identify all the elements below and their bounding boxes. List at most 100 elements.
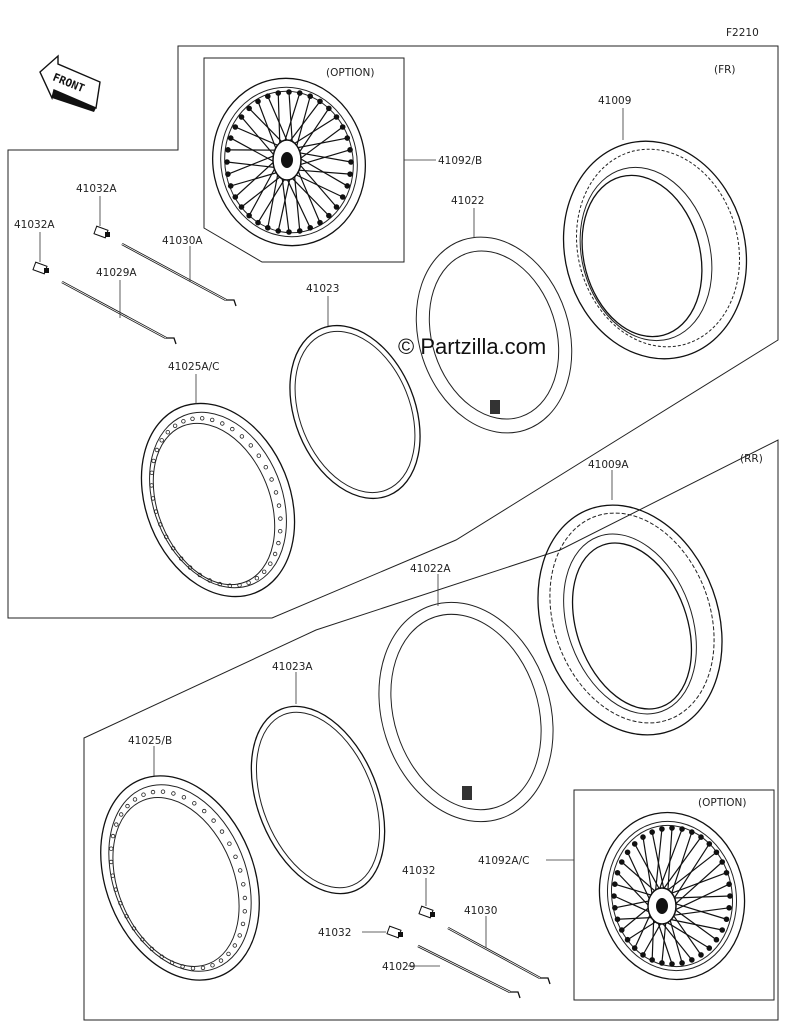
spoke-line xyxy=(285,101,321,147)
spoke-line xyxy=(289,116,337,148)
spoke-nipple-dot xyxy=(614,916,621,923)
rim-hole xyxy=(272,551,278,557)
part-label-41023: 41023 xyxy=(306,283,339,295)
rim-hole xyxy=(200,965,206,971)
rim-hole xyxy=(237,868,243,873)
spoke-nipple-dot xyxy=(659,960,665,966)
rim-hole xyxy=(181,795,187,800)
spoke-line xyxy=(670,895,731,899)
spoke-nipple-dot xyxy=(307,93,314,100)
spoke-nipple-dot xyxy=(238,114,245,120)
spoke-nipple-dot xyxy=(689,829,695,835)
spoke-nipple-dot xyxy=(296,228,303,234)
part-label-41009: 41009 xyxy=(598,95,631,107)
spoke-nipple-dot xyxy=(727,893,733,899)
front-spoke-wheel xyxy=(211,77,367,247)
front-rim-band xyxy=(289,324,421,500)
spoke-line xyxy=(668,915,683,964)
rim-hole xyxy=(246,580,251,585)
spoke-nipple-dot xyxy=(679,960,685,966)
rim-hole xyxy=(124,914,129,919)
rim-hole xyxy=(131,926,137,931)
spoke-line xyxy=(617,872,653,910)
spoke-line xyxy=(226,161,279,169)
rim-hole xyxy=(125,803,130,809)
spoke-nipple-icon xyxy=(418,905,435,919)
spoke-line xyxy=(296,160,337,208)
spoke-nipple-dot xyxy=(611,893,617,899)
rim-hole xyxy=(276,503,282,508)
rim-hole xyxy=(230,426,235,432)
spoke-line xyxy=(257,101,279,155)
rim-hole xyxy=(114,822,119,827)
spoke-nipple-dot xyxy=(723,916,730,923)
rim-hole xyxy=(220,421,225,426)
front-tube xyxy=(415,236,573,434)
spoke-nipple-dot xyxy=(333,114,340,120)
spoke-line xyxy=(671,906,717,941)
part-label-41023A: 41023A xyxy=(272,661,313,673)
spoke-nipple-dot xyxy=(726,881,732,887)
spoke-line xyxy=(277,93,281,151)
rim-hole xyxy=(218,958,224,963)
rim-hole xyxy=(192,801,197,806)
spoke-line xyxy=(241,173,285,208)
spoke-nipple-dot xyxy=(719,927,726,933)
spoke-nipple-dot xyxy=(275,90,282,96)
rim-hole xyxy=(172,423,178,428)
spoke-nipple-dot xyxy=(698,834,704,840)
rim-hole xyxy=(163,534,169,539)
spoke-inner xyxy=(61,280,177,345)
spoke-line xyxy=(670,911,702,956)
rim-hole xyxy=(242,895,248,901)
spoke-line xyxy=(257,173,289,223)
rim-hole xyxy=(110,873,115,878)
spoke-line xyxy=(669,907,730,917)
spoke-outer xyxy=(121,242,237,307)
spoke-nipple-dot xyxy=(612,905,618,911)
rim-hole xyxy=(210,963,215,968)
spoke-line xyxy=(614,899,654,909)
rim-hole xyxy=(207,578,212,583)
rim-hole xyxy=(190,966,196,971)
spoke-nipple-dot xyxy=(612,881,618,887)
spoke-nipple-dot xyxy=(649,957,655,963)
spoke-nipple-dot xyxy=(307,224,314,231)
part-label-41092B: 41092/B xyxy=(438,155,482,167)
rim-hole xyxy=(199,416,205,421)
spoke-nipple-dot xyxy=(649,829,655,835)
spoke-nipple-dot xyxy=(232,124,239,130)
spoke-line xyxy=(296,156,348,187)
rim-hole xyxy=(108,859,114,865)
spoke-nipple-dot xyxy=(624,849,631,856)
rim-hole xyxy=(262,569,267,574)
figure-id: F2210 xyxy=(726,27,759,39)
spoke-nipple-dot xyxy=(232,194,239,200)
spoke-nipple-dot xyxy=(238,204,245,210)
rim-hole xyxy=(187,565,193,570)
part-label-41030: 41030 xyxy=(464,905,497,917)
spoke-line xyxy=(621,904,653,931)
rear-rim xyxy=(100,775,260,981)
front-section-border xyxy=(7,45,779,619)
part-label-41025AC: 41025A/C xyxy=(168,361,219,373)
spoke-line xyxy=(282,92,301,148)
spoke-nipple-dot xyxy=(348,159,354,165)
rim-hole xyxy=(158,522,163,527)
spoke-line xyxy=(295,151,352,163)
spoke-inner xyxy=(417,944,521,999)
front-tire xyxy=(562,140,748,360)
spoke-nipple-dot xyxy=(698,952,704,958)
spoke-nipple-dot xyxy=(669,825,675,831)
rim-hole xyxy=(159,438,164,443)
spoke-nipple-dot xyxy=(339,194,346,200)
rim-hole xyxy=(254,576,260,581)
rear-option-box xyxy=(573,789,775,1001)
spoke-line xyxy=(660,836,702,893)
spoke-line xyxy=(295,165,321,223)
spoke-nipple-dot xyxy=(347,171,353,177)
rim-hole xyxy=(169,960,175,965)
rim-hole xyxy=(217,581,222,587)
spoke-nipple-dot xyxy=(713,936,720,943)
